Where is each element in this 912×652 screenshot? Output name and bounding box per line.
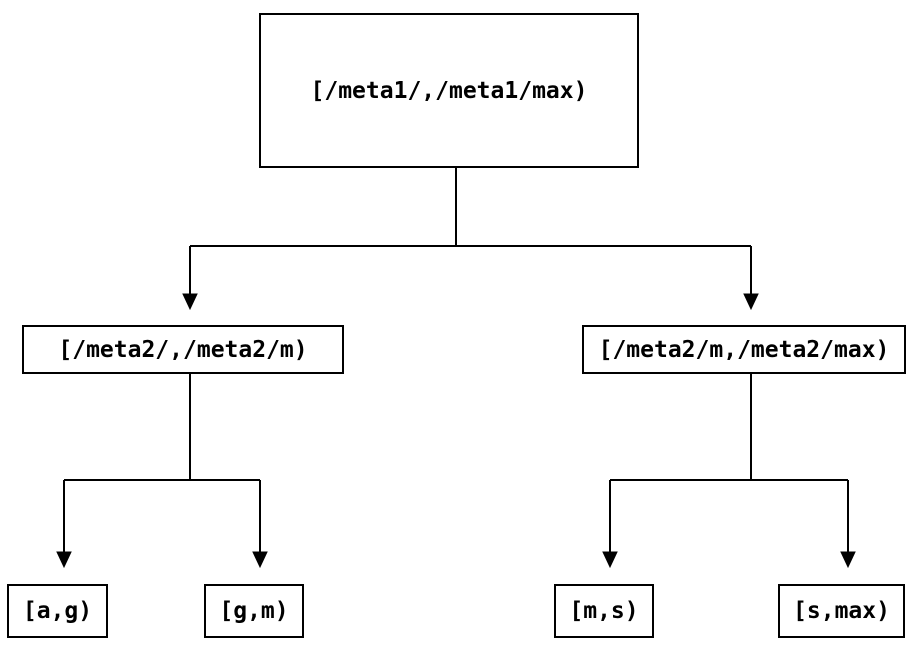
node-right-child: [/meta2/m,/meta2/max) — [582, 325, 906, 374]
node-root: [/meta1/,/meta1/max) — [259, 13, 639, 168]
arrowhead-icon — [840, 551, 856, 569]
node-left-child: [/meta2/,/meta2/m) — [22, 325, 344, 374]
edge-root-to-children — [182, 168, 759, 311]
arrowhead-icon — [182, 293, 198, 311]
arrowhead-icon — [602, 551, 618, 569]
node-leaf-s-max: [s,max) — [778, 584, 905, 638]
edge-left-to-leaves — [56, 374, 268, 569]
node-leaf-m-s: [m,s) — [554, 584, 654, 638]
node-leaf-a-g: [a,g) — [7, 584, 108, 638]
node-leaf-g-m: [g,m) — [204, 584, 304, 638]
arrowhead-icon — [252, 551, 268, 569]
arrowhead-icon — [56, 551, 72, 569]
arrowhead-icon — [743, 293, 759, 311]
edge-right-to-leaves — [602, 374, 856, 569]
